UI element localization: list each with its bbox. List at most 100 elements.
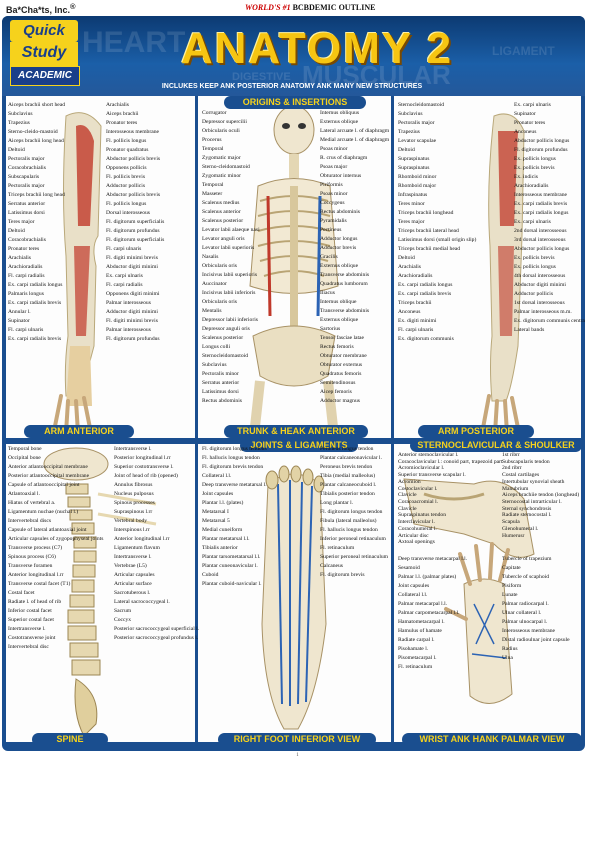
- spine-label: Posterior longitudinal l.rr: [114, 455, 171, 461]
- wrist-label: Palmar carpometacarpal l.l.: [398, 610, 460, 616]
- trunk-label: Quadratus lumborum: [320, 281, 368, 287]
- arm_post-label: Ex. carpi ulnaris: [514, 219, 551, 225]
- arm_post-label: Interosseous membrane: [514, 192, 567, 198]
- arm_ant-label: Latissimus dorsi: [8, 210, 45, 216]
- arm-anterior-panel: [6, 96, 195, 438]
- trunk-label: Iliacus: [320, 290, 335, 296]
- quickstudy-logo: Quick Study ACADEMIC: [10, 20, 80, 86]
- sterno-label: Manubrium: [502, 485, 529, 492]
- arm_post-label: Ex. carpi radialis brevis: [514, 201, 568, 207]
- trunk-label: Pectoralis minor: [202, 371, 239, 377]
- arm_ant-label: Arachioradialis: [8, 264, 43, 270]
- arm_post-label: Ex. digiti minimi: [398, 318, 437, 324]
- arm_ant-label: Palmar interosseous: [106, 327, 151, 333]
- arm_ant-label: Fl. digitorum profundus: [106, 228, 160, 234]
- wrist-label: Radius: [502, 646, 518, 652]
- spine-label: Ligamentum nuchae (nuchal l.): [8, 509, 79, 515]
- arm_ant-label: Fl. carpi radialis: [8, 273, 45, 279]
- trunk-label: Piriformis: [320, 182, 343, 188]
- arm_post-label: Ex. pollicis brevis: [514, 255, 555, 261]
- trunk-label: Subclavius: [202, 362, 227, 368]
- sterno-label: Clavicle: [398, 492, 417, 499]
- arm_post-label: Supraspinatus: [398, 156, 430, 162]
- arm_post-label: Ex. indicis: [514, 174, 538, 180]
- spine-label: Costotransverse joint: [8, 635, 56, 641]
- arm_post-label: Triceps brachii medial head: [398, 246, 461, 252]
- spine-caption: SPINE: [32, 733, 108, 746]
- spine-label: Vertebral body: [114, 518, 148, 524]
- arm_ant-label: Fl. carpi ulnaris: [106, 246, 142, 252]
- trunk-label: Quadratus femoris: [320, 371, 362, 377]
- arm_ant-label: Opponens digiti minimi: [106, 291, 160, 297]
- arm_ant-label: Coracobrachialis: [8, 237, 46, 243]
- sterno-label: Clavicle: [398, 505, 417, 512]
- arm_ant-label: Pronator teres: [106, 120, 138, 126]
- spine-label: Capsule of atlantooccipital joint: [8, 482, 80, 488]
- trunk-label: Adductor longus: [320, 236, 358, 242]
- sterno-label: Glenohumeral l.: [502, 525, 539, 532]
- arm_post-label: Deltoid: [398, 255, 415, 261]
- sterno-label: Sternal synchondrosis: [502, 505, 552, 512]
- trunk-label: Scalenus anterior: [202, 209, 241, 215]
- arm_post-label: Ex. carpi ulnaris: [514, 102, 551, 108]
- tagline: WORLD'S #1 BCBDEMIC OUTLINE: [245, 3, 376, 12]
- trunk-label: Transverse abdominis: [320, 308, 370, 314]
- wrist-label: Fl. retinaculum: [398, 664, 433, 670]
- arm_ant-label: Deltoid: [8, 147, 25, 153]
- arm_post-label: Fl. carpi ulnaris: [398, 327, 434, 333]
- sterno-label: Coracohumeral l.: [398, 525, 437, 532]
- trunk-label: Scalenus medius: [202, 200, 240, 206]
- foot-label: Calcaneus: [320, 563, 343, 569]
- spine-label: Transverse foramen: [8, 563, 53, 569]
- wrist-label: Capitate: [502, 565, 521, 571]
- spine-label: Occipital bone: [8, 455, 41, 461]
- sterno-label: Coracoacromial l.: [398, 499, 439, 505]
- arm_ant-label: Pronator quadratus: [106, 147, 149, 153]
- spine-label: Anterior longitudinal l.rr: [8, 572, 64, 578]
- arm_post-label: Ex. pollicis longus: [514, 156, 556, 162]
- arm_ant-label: Fl. digiti minimi brevis: [106, 318, 158, 324]
- arm_ant-label: Abductor pollicis brevis: [106, 156, 161, 162]
- spine-label: Nucleus pulposus: [114, 491, 154, 497]
- spine-panel: [6, 444, 195, 742]
- spine-label: Superior costotransverse l.: [114, 464, 174, 470]
- arm-posterior-panel: [394, 96, 581, 438]
- spine-label: Posterior sacrococcygeal superficial l.: [114, 626, 200, 632]
- trunk-label: Masseter: [202, 191, 223, 197]
- arm_post-label: Pronator teres: [514, 120, 546, 126]
- trunk-label: Orbicularis oculi: [202, 128, 240, 134]
- spine-label: Transverse process (C7): [8, 545, 63, 551]
- arm_ant-label: Aiceps brachii long head: [8, 138, 64, 144]
- sterno-label: Supraspinatus tendon: [398, 512, 447, 519]
- spine-label: Superior costal facet: [8, 617, 54, 623]
- foot-caption: RIGHT FOOT INFERIOR VIEW: [218, 733, 376, 746]
- foot-label: Fl. digitorum brevis: [320, 572, 365, 578]
- spine-label: Radiate l. of head of rib: [8, 599, 62, 605]
- spine-label: Annulus fibrosus: [114, 482, 153, 488]
- wrist-label: Pisiform: [502, 583, 522, 589]
- sterno-label: Coracoclavicular l.: conoid part, trapez…: [398, 458, 503, 465]
- arm_ant-label: Subscapularis: [8, 174, 40, 180]
- trunk-label: Pectineus: [320, 227, 342, 233]
- arm_ant-label: Aiceps brachii short head: [8, 102, 66, 108]
- trunk-label: Levator labii alaeque nasi: [202, 227, 260, 233]
- wrist-label: Collateral l.l.: [398, 592, 428, 598]
- arm_ant-label: Pectoralis major: [8, 156, 45, 162]
- arm_ant-label: Dorsal interosseous: [106, 210, 150, 216]
- arm_ant-label: Palmar interosseous: [106, 300, 151, 306]
- arm_ant-label: Trapezius: [8, 120, 30, 126]
- arm_ant-label: Ex. carpi ulnaris: [106, 273, 143, 279]
- arm_ant-label: Pectoralis major: [8, 183, 45, 189]
- arm_post-label: Trapezius: [398, 129, 420, 135]
- arm_post-label: Ex. carpi radialis brevis: [398, 291, 452, 297]
- chart-sheet: HEART DIGESTIVE MUSCULAR LIGAMENT Quick …: [2, 16, 585, 751]
- page-number: 1: [296, 753, 299, 758]
- wrist-label: Lunate: [502, 592, 518, 598]
- sterno-label: 2nd ribrr: [502, 465, 522, 472]
- joints-caption: JOINTS & LIGAMENTS: [240, 439, 358, 452]
- arm_ant-label: Supinator: [8, 318, 30, 324]
- arm_ant-label: Sterno-cleido-mastoid: [8, 129, 58, 135]
- trunk-label: Levator anguli oris: [202, 236, 245, 242]
- trunk-label: Corrugator: [202, 110, 227, 116]
- wrist-label: Hamulus of hamate: [398, 628, 442, 634]
